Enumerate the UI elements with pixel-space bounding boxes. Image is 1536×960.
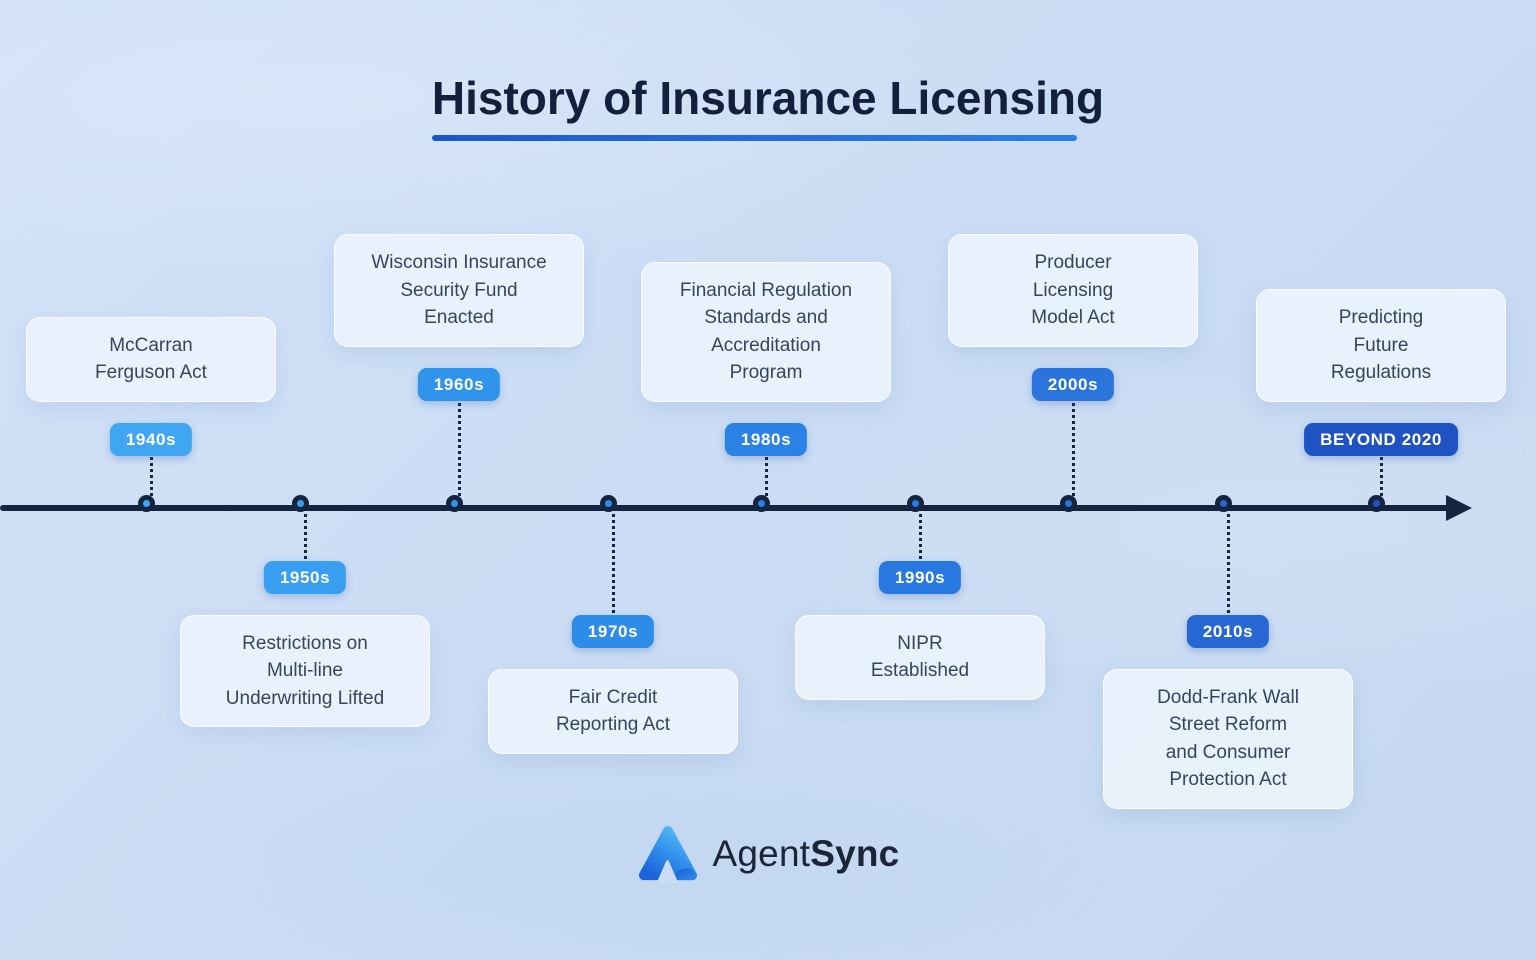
decade-badge: 1990s: [878, 560, 962, 594]
timeline-axis: [0, 505, 1450, 511]
event-card-text: Regulations: [1330, 362, 1432, 383]
decade-badge: BEYOND 2020: [1304, 422, 1458, 456]
dotted-connector: [1379, 451, 1383, 508]
dotted-connector: [764, 451, 768, 508]
dotted-connector: [457, 396, 461, 508]
timeline-dot: [1059, 494, 1077, 512]
event-card-text: Licensing: [1032, 279, 1114, 301]
agentsync-logo-icon: [638, 825, 697, 884]
dotted-connector: [611, 508, 615, 619]
timeline-dot: [752, 494, 770, 512]
dotted-connector: [1226, 508, 1230, 619]
decade-badge: 2010s: [1186, 614, 1270, 648]
event-card-text: Protection Act: [1169, 769, 1287, 790]
timeline-dot: [137, 494, 155, 512]
event-card-text: and Consumer: [1165, 741, 1291, 763]
timeline-dot: [1367, 494, 1385, 512]
page-title: History of Insurance Licensing: [431, 72, 1105, 124]
event-card-text: Security Fund: [400, 279, 518, 301]
event-card-text: Fair Credit: [568, 686, 658, 708]
brand-name-bold: Sync: [810, 833, 900, 874]
event-card-text: McCarran: [109, 334, 193, 356]
timeline-dot: [291, 494, 309, 512]
event-card-text: Financial Regulation: [679, 279, 853, 301]
event-card-text: Wisconsin Insurance: [371, 252, 547, 273]
event-card-text: Producer: [1034, 252, 1112, 273]
event-card-text: Restrictions on: [242, 632, 368, 654]
brand-footer: AgentSync: [0, 822, 1536, 886]
event-card-text: Multi-line: [266, 660, 344, 681]
event-card-text: Predicting: [1338, 307, 1424, 328]
decade-badge: 1970s: [571, 614, 655, 648]
dotted-connector: [303, 508, 307, 565]
event-card-text: Established: [870, 660, 970, 681]
decade-badge: 1950s: [263, 560, 347, 594]
decade-badge: 1960s: [417, 367, 501, 401]
event-card-text: Street Reform: [1168, 714, 1288, 735]
event-card-text: Accreditation: [711, 334, 821, 356]
dotted-connector: [1071, 396, 1075, 508]
event-card-text: Future: [1353, 334, 1409, 356]
dotted-connector: [149, 451, 153, 508]
decade-badge: 1980s: [724, 422, 808, 456]
brand-name: AgentSync: [713, 833, 900, 875]
event-card-text: Standards and: [704, 307, 828, 328]
timeline-dot: [1214, 494, 1232, 512]
event-card-text: Reporting Act: [555, 714, 671, 735]
event-card-text: Underwriting Lifted: [225, 687, 385, 709]
event-card: NIPR Established: [795, 614, 1045, 700]
event-card-text: NIPR: [897, 632, 943, 654]
timeline-dot: [906, 494, 924, 512]
title-underline: [431, 134, 1078, 141]
event-card-text: Program: [729, 362, 803, 383]
brand-name-regular: Agent: [712, 833, 811, 874]
decade-badge: 1940s: [109, 422, 193, 456]
event-card-text: Model Act: [1031, 307, 1115, 328]
timeline-dot: [599, 494, 617, 512]
decade-badge: 2000s: [1031, 367, 1115, 401]
timeline-arrowhead-icon: [1446, 495, 1472, 521]
event-card-text: Enacted: [424, 307, 494, 328]
dotted-connector: [918, 508, 922, 565]
event-card-text: Ferguson Act: [95, 362, 207, 383]
timeline-dot: [445, 494, 463, 512]
event-card-text: Dodd-Frank Wall: [1157, 686, 1299, 708]
